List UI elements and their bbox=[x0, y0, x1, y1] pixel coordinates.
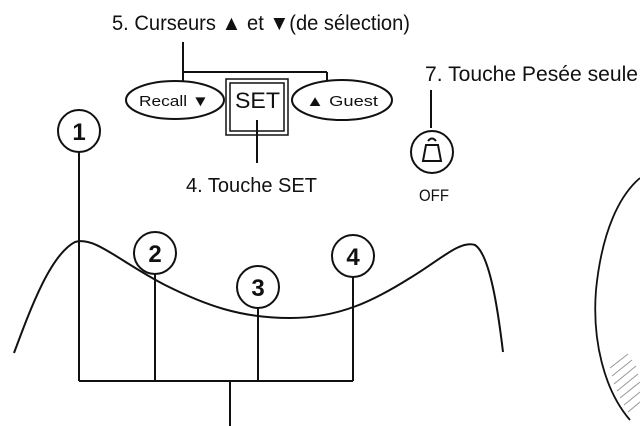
user-key-2[interactable]: 2 bbox=[133, 231, 177, 275]
panel-outline bbox=[13, 240, 504, 354]
user-key-3-label: 3 bbox=[251, 275, 264, 302]
user-key-2-label: 2 bbox=[148, 241, 161, 268]
guest-button[interactable]: ▲ Guest bbox=[291, 79, 393, 121]
set-button-label: SET bbox=[235, 88, 280, 113]
user-keys-leader-lines bbox=[78, 152, 354, 426]
weigh-only-label: 7. Touche Pesée seule bbox=[425, 63, 638, 86]
scale-body-shading bbox=[609, 353, 640, 413]
weigh-only-button[interactable] bbox=[410, 130, 454, 174]
user-key-4[interactable]: 4 bbox=[331, 234, 375, 278]
scale-body-edge bbox=[594, 177, 640, 421]
touch-set-label: 4. Touche SET bbox=[186, 175, 317, 197]
user-key-1-label: 1 bbox=[72, 119, 85, 146]
user-key-4-label: 4 bbox=[346, 244, 360, 271]
guest-button-label: ▲ Guest bbox=[306, 93, 379, 110]
set-button[interactable]: SET bbox=[225, 78, 289, 163]
user-key-3[interactable]: 3 bbox=[236, 265, 280, 309]
off-label: OFF bbox=[419, 186, 449, 205]
weight-icon bbox=[421, 137, 443, 162]
cursors-label: 5. Curseurs ▲ et ▼(de sélection) bbox=[112, 12, 410, 35]
recall-button-label: Recall ▼ bbox=[139, 93, 209, 110]
recall-button[interactable]: Recall ▼ bbox=[125, 80, 225, 120]
user-key-1[interactable]: 1 bbox=[57, 109, 101, 153]
